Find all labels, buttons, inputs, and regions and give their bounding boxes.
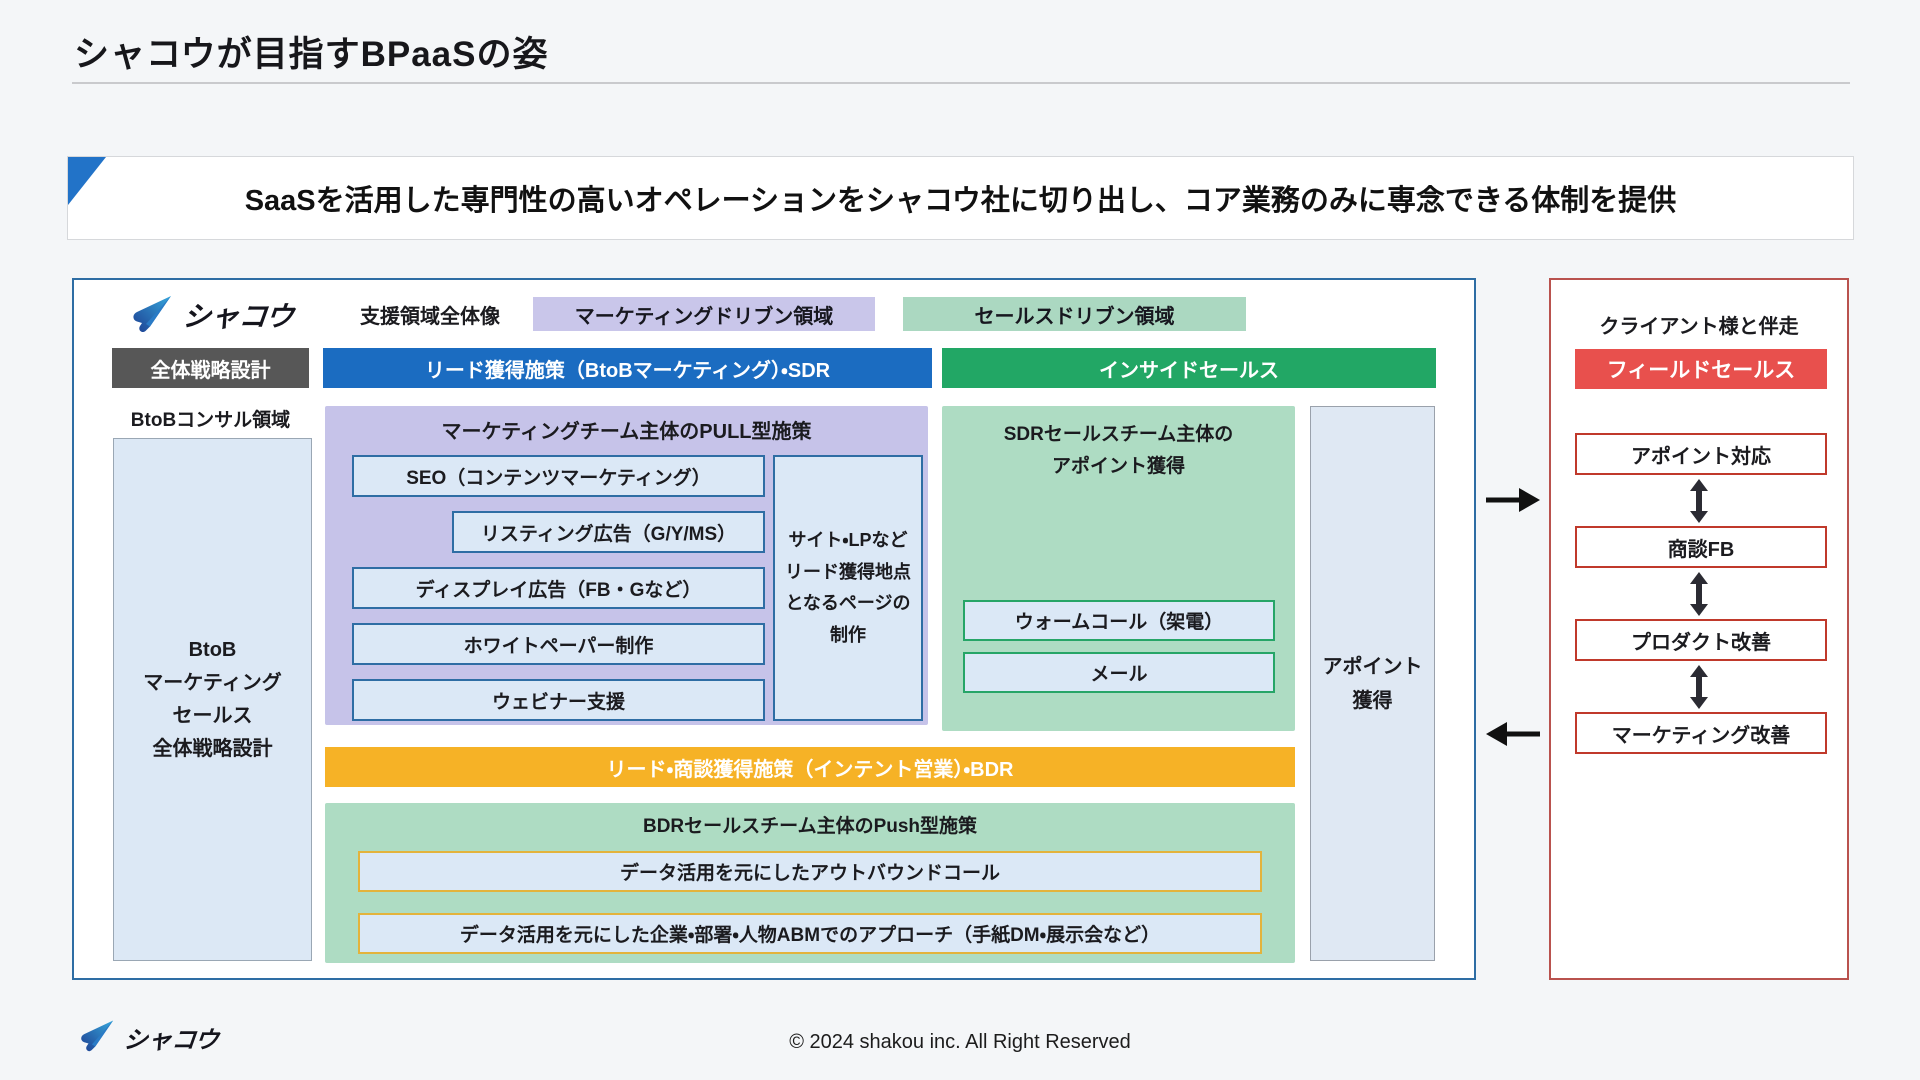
updown-arrow-icon	[1551, 479, 1847, 523]
paper-plane-icon	[78, 1018, 116, 1057]
site-lp-line: リード獲得地点	[785, 561, 911, 582]
footer-shakou-logo: シャコウ	[78, 1018, 220, 1057]
support-overview-panel: シャコウ 支援領域全体像 マーケティングドリブン領域 セールスドリブン領域 全体…	[72, 278, 1476, 980]
btob-consult-box: BtoB マーケティング セールス 全体戦略設計	[113, 438, 312, 961]
corner-triangle	[68, 157, 106, 205]
appointment-line: 獲得	[1352, 689, 1393, 712]
client-panel: クライアント様と伴走 フィールドセールス アポイント対応 商談FB プロダクト改…	[1549, 278, 1849, 980]
brand-name: シャコウ	[181, 301, 296, 332]
client-panel-title: クライアント様と伴走	[1599, 316, 1799, 338]
overall-label: 支援領域全体像	[360, 306, 500, 328]
updown-arrow-icon	[1551, 572, 1847, 616]
pull-section-title: マーケティングチーム主体のPULL型施策	[441, 421, 812, 443]
sdr-item-mail: メール	[963, 652, 1275, 693]
page-title: シャコウが目指すBPaaSの姿	[74, 35, 549, 74]
field-sales-badge: フィールドセールス	[1575, 349, 1827, 389]
paper-plane-icon	[130, 293, 174, 338]
sales-domain-badge: セールスドリブン領域	[903, 297, 1246, 331]
subtitle-text: SaaSを活用した専門性の高いオペレーションをシャコウ社に切り出し、コア業務のみ…	[244, 185, 1677, 217]
consult-line: セールス	[172, 704, 253, 727]
pull-section: マーケティングチーム主体のPULL型施策 SEO（コンテンツマーケティング） リ…	[325, 406, 928, 725]
copyright-text: © 2024 shakou inc. All Right Reserved	[789, 1031, 1131, 1053]
subtitle-banner: SaaSを活用した専門性の高いオペレーションをシャコウ社に切り出し、コア業務のみ…	[67, 156, 1854, 240]
strategy-band: 全体戦略設計	[112, 348, 309, 388]
left-arrow-icon	[1486, 720, 1540, 753]
pull-item-display-ads: ディスプレイ広告（FB・Gなど）	[352, 567, 765, 609]
bdr-band: リード・商談獲得施策（インテント営業）・BDR	[325, 747, 1295, 787]
marketing-domain-badge: マーケティングドリブン領域	[533, 297, 875, 331]
right-arrow-icon	[1486, 486, 1540, 519]
pull-item-whitepaper: ホワイトペーパー制作	[352, 623, 765, 665]
bdr-section-title: BDRセールスチーム主体のPush型施策	[642, 816, 978, 837]
sdr-item-warm-call: ウォームコール（架電）	[963, 600, 1275, 641]
pull-item-webinar: ウェビナー支援	[352, 679, 765, 721]
bdr-item-abm-approach: データ活用を元にした企業・部署・人物ABMでのアプローチ（手紙DM・展示会など）	[358, 913, 1262, 954]
pull-item-listing-ads: リスティング広告（G/Y/MS）	[452, 511, 765, 553]
sdr-title-line: アポイント獲得	[1051, 456, 1185, 478]
consult-line: BtoB	[188, 638, 237, 661]
client-step-product-improve: プロダクト改善	[1575, 619, 1827, 661]
site-lp-line: となるページの	[785, 593, 911, 613]
sdr-section: SDRセールスチーム主体の アポイント獲得 ウォームコール（架電） メール	[942, 406, 1295, 731]
btob-consult-label: BtoBコンサル領域	[130, 410, 291, 431]
client-step-appointment: アポイント対応	[1575, 433, 1827, 475]
title-divider	[72, 82, 1850, 84]
pull-item-seo: SEO（コンテンツマーケティング）	[352, 455, 765, 497]
consult-line: マーケティング	[143, 671, 282, 694]
bdr-section: BDRセールスチーム主体のPush型施策 データ活用を元にしたアウトバウンドコー…	[325, 803, 1295, 963]
shakou-logo: シャコウ	[130, 292, 296, 338]
consult-line: 全体戦略設計	[152, 737, 273, 760]
client-step-meeting-fb: 商談FB	[1575, 526, 1827, 568]
appointment-line: アポイント	[1322, 655, 1423, 678]
lead-acquisition-band: リード獲得施策（BtoBマーケティング）・SDR	[323, 348, 932, 388]
bdr-item-outbound-call: データ活用を元にしたアウトバウンドコール	[358, 851, 1262, 892]
site-lp-line: サイト・LPなど	[788, 530, 908, 550]
site-lp-line: 制作	[830, 624, 866, 645]
sdr-title-line: SDRセールスチーム主体の	[1003, 424, 1234, 445]
appointment-acquisition-column: アポイント 獲得	[1310, 406, 1435, 961]
site-lp-box: サイト・LPなど リード獲得地点 となるページの 制作	[773, 455, 923, 721]
inside-sales-band: インサイドセールス	[942, 348, 1436, 388]
updown-arrow-icon	[1551, 665, 1847, 709]
client-step-marketing-improve: マーケティング改善	[1575, 712, 1827, 754]
sdr-section-title: SDRセールスチーム主体の アポイント獲得	[942, 419, 1295, 484]
